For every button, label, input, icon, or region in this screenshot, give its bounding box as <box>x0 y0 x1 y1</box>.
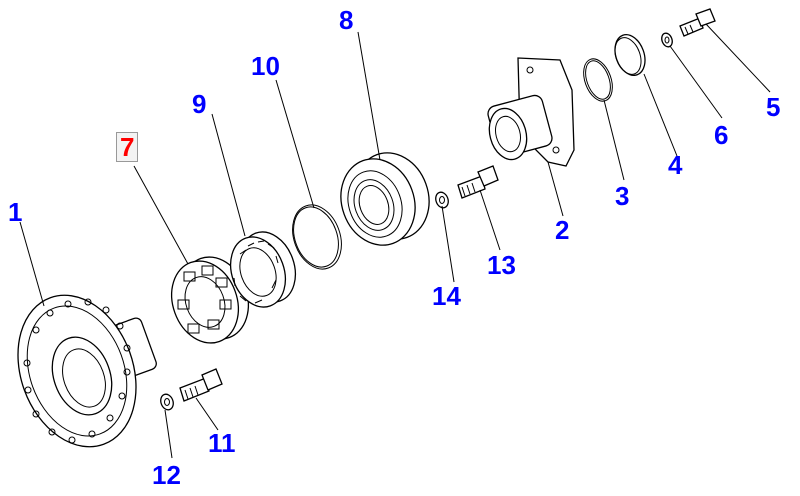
callout-12[interactable]: 12 <box>152 460 181 490</box>
part-3-snap-ring[interactable] <box>578 55 617 105</box>
part-7-bearing[interactable] <box>161 248 260 353</box>
part-6-washer[interactable] <box>660 32 674 49</box>
callout-13[interactable]: 13 <box>487 250 516 280</box>
part-13-bolt[interactable] <box>457 165 499 199</box>
callout-5[interactable]: 5 <box>766 92 781 122</box>
callout-4[interactable]: 4 <box>668 150 683 180</box>
callout-6[interactable]: 6 <box>714 120 729 150</box>
part-4-plate[interactable] <box>610 30 651 79</box>
part-9-roller-ring[interactable] <box>221 224 304 314</box>
callout-3[interactable]: 3 <box>615 181 630 211</box>
part-11-bolt[interactable] <box>179 368 223 402</box>
callout-9[interactable]: 9 <box>192 89 207 119</box>
leader-lines <box>19 23 771 459</box>
callout-7[interactable]: 7 <box>116 132 139 162</box>
callout-11[interactable]: 11 <box>208 428 236 458</box>
callout-10[interactable]: 10 <box>251 51 280 81</box>
part-14-washer[interactable] <box>434 190 451 209</box>
part-1-flange[interactable] <box>0 279 158 464</box>
part-12-washer[interactable] <box>159 392 176 411</box>
callout-14[interactable]: 14 <box>432 281 461 311</box>
callout-8[interactable]: 8 <box>339 5 354 35</box>
part-10-o-ring[interactable] <box>284 198 350 276</box>
part-5-bolt[interactable] <box>679 8 716 37</box>
part-2-yoke[interactable] <box>484 57 575 167</box>
callout-2[interactable]: 2 <box>555 215 570 245</box>
part-8-housing[interactable] <box>329 142 441 255</box>
callout-1[interactable]: 1 <box>8 197 23 227</box>
